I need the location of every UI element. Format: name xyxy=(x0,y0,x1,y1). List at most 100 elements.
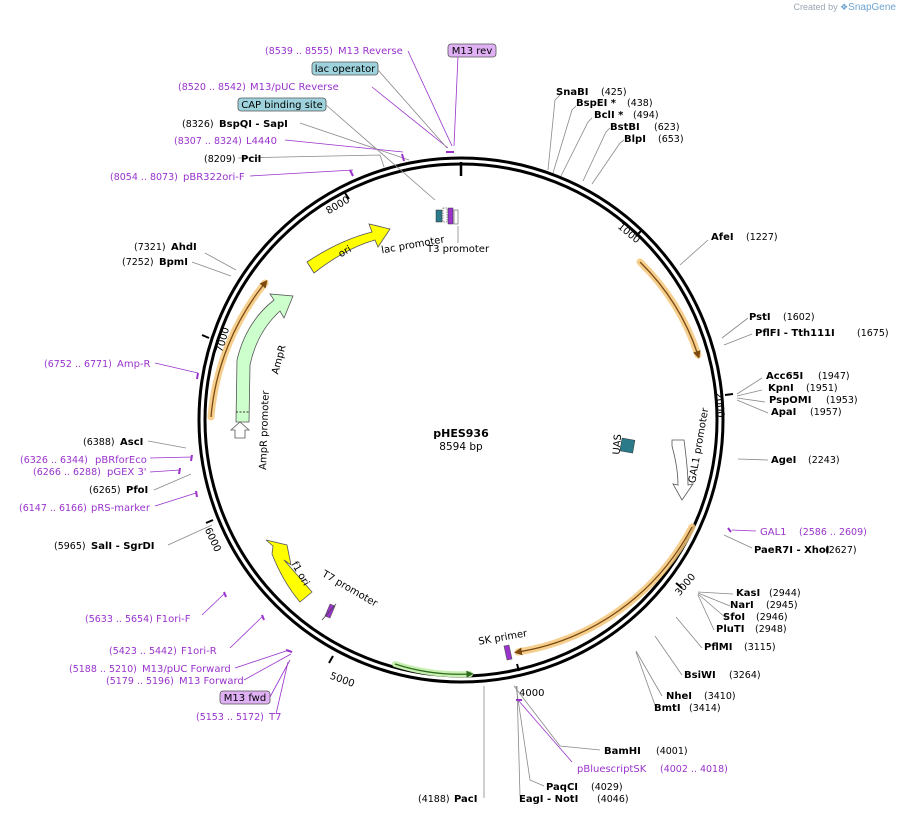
lac-operator-box xyxy=(311,61,379,76)
primer-m13-reverse[interactable]: M13 Reverse xyxy=(338,46,403,57)
primer-m13-forward-pos: (5179 .. 5196) xyxy=(106,676,174,687)
enzyme-pspomi[interactable]: PspOMI xyxy=(769,395,811,406)
enzyme-pflfi-tth111i[interactable]: PflFI - Tth111I xyxy=(755,328,835,339)
primer-m13puc-reverse[interactable]: M13/pUC Reverse xyxy=(250,82,339,93)
primer-f1ori-r[interactable]: F1ori-R xyxy=(181,646,217,657)
primer-pgex3[interactable]: pGEX 3' xyxy=(107,467,147,478)
orf-arc-1-line xyxy=(639,261,701,359)
primer-pbrforeco[interactable]: pBRforEco xyxy=(95,455,147,466)
primer-prs-marker-pos: (6147 .. 6166) xyxy=(19,503,87,514)
primer-l4440-pos: (8307 .. 8324) xyxy=(174,136,242,147)
enzyme-sali-sgrdi-pos: (5965) xyxy=(54,541,86,552)
enzyme-nhei[interactable]: NheI xyxy=(666,691,692,702)
primer-marks xyxy=(178,151,732,701)
primer-m13-reverse-pos: (8539 .. 8555) xyxy=(265,46,333,57)
enzyme-blpi-pos: (653) xyxy=(658,134,684,145)
enzyme-sfoi-pos: (2946) xyxy=(756,612,788,623)
m13-fwd-label: M13 fwd xyxy=(224,693,266,704)
primer-t7-pos: (5153 .. 5172) xyxy=(196,712,264,723)
enzyme-paer7i-xhoi[interactable]: PaeR7I - XhoI xyxy=(754,545,830,556)
enzyme-snabi[interactable]: SnaBI xyxy=(556,87,588,98)
enzyme-paci[interactable]: PacI xyxy=(454,794,477,805)
lac-operator-leader xyxy=(377,69,448,149)
enzyme-afei[interactable]: AfeI xyxy=(711,232,734,243)
t3-promoter-block xyxy=(453,209,459,225)
enzyme-acc65i[interactable]: Acc65I xyxy=(766,371,803,382)
enzyme-bamhi[interactable]: BamHI xyxy=(604,746,641,757)
enzyme-nari-pos: (2945) xyxy=(766,600,798,611)
enzyme-bspei[interactable]: BspEI * xyxy=(576,98,617,109)
enzyme-sali-sgrdi[interactable]: SalI - SgrDI xyxy=(91,541,155,552)
ampr-promoter-arrow xyxy=(229,421,251,439)
primer-m13puc-forward-pos: (5188 .. 5210) xyxy=(69,664,137,675)
enzyme-apai[interactable]: ApaI xyxy=(771,407,796,418)
t7-promoter-line xyxy=(321,603,337,621)
enzyme-agei[interactable]: AgeI xyxy=(771,455,796,466)
enzyme-ahdi[interactable]: AhdI xyxy=(171,242,197,253)
enzyme-blpi[interactable]: BlpI xyxy=(624,134,646,145)
enzyme-kasi[interactable]: KasI xyxy=(736,588,760,599)
primer-l4440[interactable]: L4440 xyxy=(246,136,277,147)
enzyme-bspei-pos: (438) xyxy=(627,98,653,109)
enzyme-bpmi-pos: (7252) xyxy=(122,257,154,268)
enzyme-pflfi-tth111i-pos: (1675) xyxy=(857,328,889,339)
primer-m13puc-forward[interactable]: M13/pUC Forward xyxy=(142,664,231,675)
enzyme-kpni[interactable]: KpnI xyxy=(768,383,794,394)
primer-prs-marker[interactable]: pRS-marker xyxy=(91,503,151,514)
enzyme-psti[interactable]: PstI xyxy=(749,312,771,323)
primer-f1ori-f[interactable]: F1ori-F xyxy=(156,614,191,625)
enzyme-asci[interactable]: AscI xyxy=(120,437,143,448)
enzyme-sfoi[interactable]: SfoI xyxy=(723,612,745,623)
enzyme-pluti-pos: (2948) xyxy=(755,624,787,635)
primer-t7[interactable]: T7 xyxy=(268,712,281,723)
enzyme-pcii-pos: (8209) xyxy=(204,154,236,165)
tick-label-4000: 4000 xyxy=(519,688,544,699)
enzyme-kasi-pos: (2944) xyxy=(769,588,801,599)
enzyme-eagi-noti[interactable]: EagI - NotI xyxy=(519,794,578,805)
enzyme-bmti[interactable]: BmtI xyxy=(654,703,681,714)
enzyme-snabi-pos: (425) xyxy=(601,87,627,98)
primer-pbluescriptsk[interactable]: pBluescriptSK xyxy=(577,764,647,775)
enzyme-paqci[interactable]: PaqCI xyxy=(546,782,578,793)
primer-amp-r[interactable]: Amp-R xyxy=(117,359,151,370)
green-arc-line xyxy=(394,663,474,678)
enzyme-bpmi[interactable]: BpmI xyxy=(159,257,188,268)
lac-promoter-block xyxy=(442,207,448,223)
enzyme-pflmi-pos: (3115) xyxy=(744,642,776,653)
plasmid-size: 8594 bp xyxy=(439,441,483,453)
enzyme-nari[interactable]: NarI xyxy=(730,600,754,611)
credit-brand: SnapGene xyxy=(848,2,896,13)
enzyme-pluti[interactable]: PluTI xyxy=(716,624,744,635)
enzyme-bcli[interactable]: BclI * xyxy=(594,110,624,121)
enzyme-bsiwi[interactable]: BsiWI xyxy=(684,670,716,681)
tick-label-6000: 6000 xyxy=(202,526,223,554)
enzyme-agei-pos: (2243) xyxy=(808,455,840,466)
enzyme-psti-pos: (1602) xyxy=(783,312,815,323)
primer-f1ori-f-pos: (5633 .. 5654) xyxy=(85,614,153,625)
plasmid-name: pHES936 xyxy=(433,427,489,440)
enzyme-pfoi[interactable]: PfoI xyxy=(126,485,148,496)
primer-pbr322ori-f[interactable]: pBR322ori-F xyxy=(183,172,245,183)
primer-m13puc-reverse-pos: (8520 .. 8542) xyxy=(178,82,246,93)
enzyme-pflmi[interactable]: PflMI xyxy=(704,642,732,653)
gal1-promoter-arrow xyxy=(671,439,694,501)
f1-ori-arrow xyxy=(265,539,313,603)
enzyme-bspqi-sapi-pos: (8326) xyxy=(182,119,214,130)
enzyme-bspqi-sapi[interactable]: BspQI - SapI xyxy=(219,119,288,130)
lac-operator-label: lac operator xyxy=(315,64,376,75)
primer-amp-r-pos: (6752 .. 6771) xyxy=(44,359,112,370)
ori-arrow xyxy=(306,223,391,274)
enzyme-bstbi[interactable]: BstBI xyxy=(610,122,640,133)
tick-label-5000: 5000 xyxy=(328,671,356,690)
primer-m13-forward[interactable]: M13 Forward xyxy=(179,676,244,687)
snapgene-logo-icon: ❖ xyxy=(840,2,849,12)
primer-gal1[interactable]: GAL1 xyxy=(760,527,787,538)
enzyme-bamhi-pos: (4001) xyxy=(656,746,688,757)
m13-rev-box xyxy=(447,43,497,58)
enzyme-pcii[interactable]: PciI xyxy=(241,154,261,165)
gal1-promoter-label: GAL1 promoter xyxy=(687,406,711,484)
tick-marks xyxy=(201,192,734,672)
enzyme-asci-pos: (6388) xyxy=(83,437,115,448)
tick-label-2000: 2000 xyxy=(713,392,726,418)
